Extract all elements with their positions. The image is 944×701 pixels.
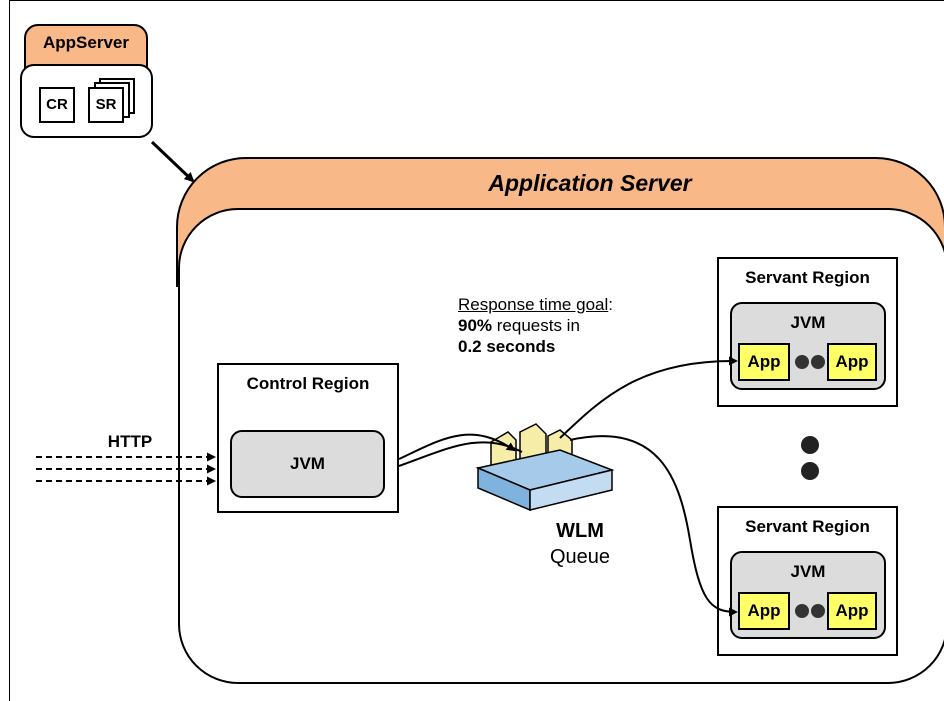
servant-region-2-dot-1 — [795, 604, 809, 618]
wlm-queue-icon — [475, 423, 615, 512]
control-region-title: Control Region — [246, 374, 370, 393]
goal-percentage-suffix: requests in — [492, 316, 580, 335]
control-to-queue-line-2 — [398, 441, 523, 467]
servant-region-1-app-1: App — [738, 343, 790, 381]
queue-to-servant-2-line — [569, 435, 738, 617]
queue-tray-side — [529, 469, 613, 511]
servant-region-2-dot-2 — [811, 604, 825, 618]
control-region-jvm-label: JVM — [290, 454, 325, 473]
servant-region-1-jvm-label: JVM — [790, 313, 826, 332]
servant-region-2-app-1: App — [738, 592, 790, 630]
goal-time: 0.2 seconds — [458, 337, 556, 356]
mini-cr-box: CR — [39, 87, 75, 123]
goal-percentage: 90% — [458, 316, 493, 335]
frame-left-line — [9, 0, 10, 701]
servant-ellipsis-dot-1 — [801, 436, 819, 454]
servant-region-2-title: Servant Region — [745, 517, 870, 536]
mini-sr-box: SR — [88, 87, 124, 123]
queue-to-servant-1-line — [559, 356, 738, 439]
wlm-queue-title: WLM — [556, 520, 604, 542]
http-label: HTTP — [107, 432, 153, 451]
servant-ellipsis-dot-2 — [801, 462, 819, 480]
goal-heading: Response time goal — [458, 295, 609, 314]
servant-region-2-jvm-label: JVM — [790, 562, 826, 581]
goal-heading-colon: : — [608, 295, 613, 314]
servant-region-1-app-2: App — [827, 343, 877, 381]
appserver-expand-arrow — [150, 140, 195, 183]
mini-appserver-title: AppServer — [43, 33, 129, 52]
control-to-queue-line-1 — [398, 433, 516, 460]
servant-region-2-app-2: App — [827, 592, 877, 630]
servant-region-1-dot-2 — [811, 355, 825, 369]
frame-top-line — [9, 0, 944, 1]
servant-region-1-dot-1 — [795, 355, 809, 369]
app-server-title: Application Server — [488, 170, 692, 196]
response-time-goal-note: Response time goal: 90% requests in 0.2 … — [458, 294, 678, 357]
servant-region-1-title: Servant Region — [745, 268, 870, 287]
control-region-jvm — [230, 430, 385, 498]
wlm-queue-subtitle: Queue — [549, 546, 611, 568]
